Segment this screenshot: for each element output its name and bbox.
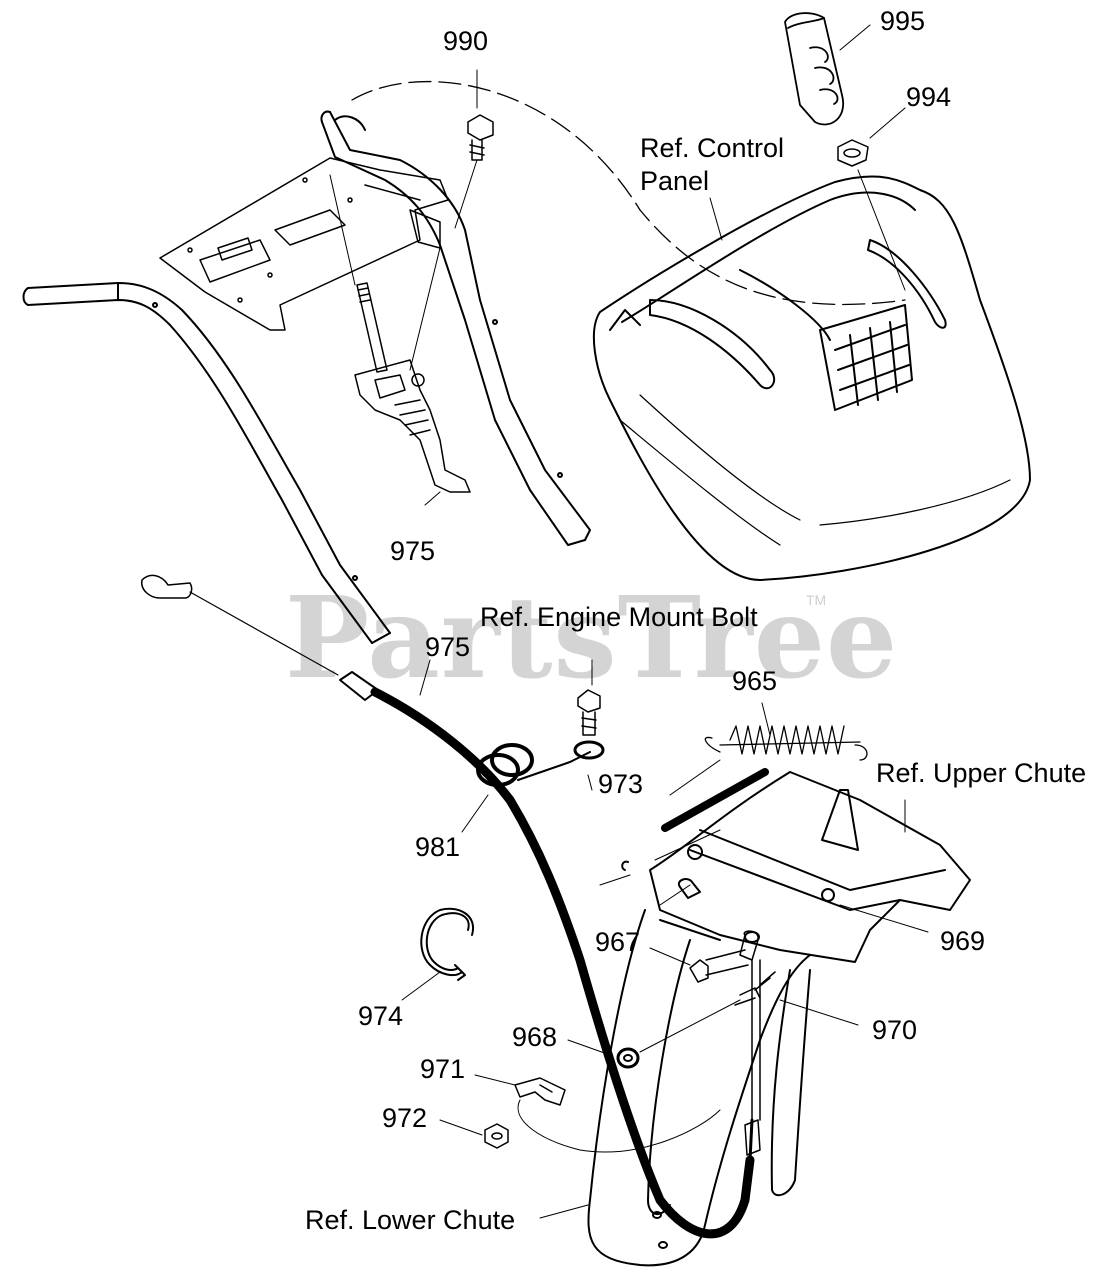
- shift-lever-bracket: [354, 359, 471, 493]
- leader-994-down: [857, 169, 906, 291]
- label-990: 990: [443, 26, 489, 56]
- label-981: 981: [415, 832, 461, 862]
- leader-975-top: [424, 491, 441, 506]
- leader-971: [474, 1074, 516, 1086]
- label-ref-control-panel-line1: Ref. Control: [640, 133, 785, 163]
- bolt-990: [454, 114, 494, 229]
- leader-973: [587, 774, 593, 791]
- label-970: 970: [872, 1015, 918, 1045]
- label-ref-engine-mount-bolt: Ref. Engine Mount Bolt: [480, 602, 758, 632]
- label-ref-upper-chute: Ref. Upper Chute: [876, 758, 1087, 788]
- label-ref-control-panel-line2: Panel: [640, 166, 710, 196]
- leader-970: [779, 999, 859, 1026]
- control-mount-plate: [159, 157, 449, 331]
- engine-mount-bolt: [573, 689, 605, 760]
- label-974: 974: [358, 1001, 404, 1031]
- spring-965: [704, 725, 868, 761]
- label-973: 973: [598, 769, 644, 799]
- leader-968: [567, 1039, 611, 1056]
- leader-965: [761, 702, 771, 736]
- snap-ring-974: [420, 907, 475, 981]
- handle-right-tube: [320, 110, 591, 546]
- deflector-bar: [661, 768, 769, 832]
- label-965: 965: [732, 666, 778, 696]
- trademark-mark: TM: [806, 592, 827, 608]
- leader-dash-upper: [599, 759, 721, 906]
- washer-968: [616, 987, 761, 1069]
- label-967: 967: [595, 927, 641, 957]
- leader-969: [839, 904, 929, 933]
- label-971: 971: [420, 1054, 466, 1084]
- nut-994: [837, 139, 869, 167]
- watermark: PartsTree: [285, 573, 899, 704]
- label-975-top: 975: [390, 536, 436, 566]
- upper-chute: [621, 771, 971, 963]
- leader-967: [649, 947, 691, 966]
- leader-974: [401, 971, 441, 1001]
- nut-972: [484, 1123, 509, 1149]
- control-panel: [593, 175, 1031, 581]
- label-969: 969: [940, 926, 986, 956]
- label-995: 995: [880, 6, 926, 36]
- shift-cable-975: [339, 671, 755, 1239]
- knob-995: [784, 12, 845, 126]
- bolt-967: [689, 949, 749, 983]
- leader-995: [839, 24, 871, 51]
- nut-971-link: [517, 1099, 721, 1153]
- linkage-rod: [739, 930, 776, 1156]
- handle-left-tube: [22, 282, 391, 644]
- leader-control-panel: [709, 197, 723, 241]
- leader-975-cable: [419, 659, 431, 696]
- label-972: 972: [382, 1103, 428, 1133]
- leader-972: [439, 1119, 483, 1136]
- label-994: 994: [906, 82, 952, 112]
- leader-lower-chute: [539, 1204, 589, 1219]
- shift-rod: [356, 282, 388, 373]
- clip-971: [514, 1077, 566, 1106]
- cable-clip-981: [476, 743, 591, 787]
- leader-plate-rod: [329, 174, 441, 371]
- label-ref-lower-chute: Ref. Lower Chute: [305, 1205, 516, 1235]
- leader-994: [869, 107, 906, 139]
- label-968: 968: [512, 1022, 558, 1052]
- label-975-cable: 975: [425, 632, 471, 662]
- leader-981: [461, 794, 489, 833]
- handle-panel-arc: [351, 80, 906, 306]
- cable-hook-end: [141, 574, 339, 676]
